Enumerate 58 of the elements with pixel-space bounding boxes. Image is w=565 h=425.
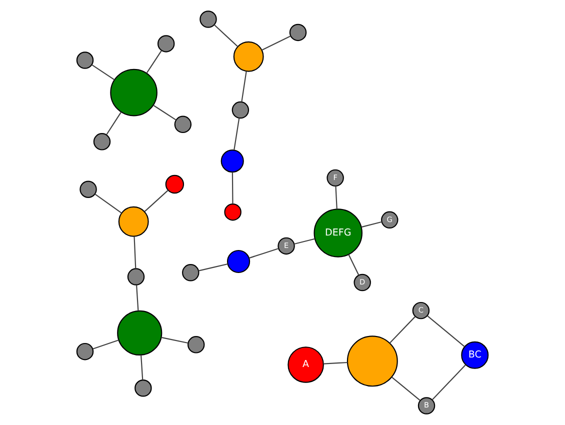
node-circle (118, 206, 149, 237)
node-circle (182, 264, 200, 282)
connector (389, 316, 416, 344)
connector (161, 336, 188, 344)
node-circle: DEFG (314, 208, 362, 258)
node-circle: A (288, 346, 324, 383)
node-circle (93, 133, 111, 150)
node-circle (127, 268, 145, 286)
connector (294, 238, 316, 245)
connector (361, 221, 382, 228)
node-circle (346, 336, 398, 387)
connector (427, 315, 465, 348)
node-circle (117, 310, 162, 356)
node-circle (76, 342, 94, 360)
connector (94, 194, 122, 214)
connector (234, 118, 240, 150)
node-circle (289, 24, 307, 42)
connector (214, 24, 238, 48)
node-circle: D (354, 274, 371, 292)
node-circle (220, 149, 244, 173)
node-circle (165, 174, 184, 194)
connector (324, 362, 348, 364)
node-circle: B (418, 397, 436, 414)
node-circle (187, 336, 205, 354)
connector (146, 50, 162, 74)
node-circle (224, 203, 242, 221)
connector (140, 355, 144, 380)
connector (391, 376, 420, 401)
connector (348, 254, 360, 276)
node-circle (134, 380, 152, 397)
node-circle: F (326, 169, 344, 187)
connector (432, 364, 466, 400)
node-circle (80, 180, 97, 198)
connector (232, 172, 234, 204)
connector (152, 104, 176, 120)
connector (92, 340, 119, 350)
node-circle (233, 41, 264, 72)
node-circle: BC (461, 341, 489, 369)
connector (144, 190, 168, 212)
connector (248, 248, 279, 259)
connector (262, 36, 291, 51)
connector (198, 263, 228, 272)
node-circle: C (412, 302, 430, 320)
connector (136, 285, 139, 311)
node-circle: G (381, 211, 398, 229)
node-circle (110, 68, 158, 116)
node-circle (174, 116, 192, 134)
connector (335, 186, 338, 210)
connector (241, 71, 247, 102)
node-circle (226, 250, 250, 274)
connector (106, 112, 122, 136)
node-circle (232, 101, 250, 119)
node-circle (76, 52, 94, 69)
node-circle (200, 10, 217, 28)
connector (92, 64, 115, 80)
node-circle: E (278, 237, 295, 255)
node-circle (157, 35, 175, 52)
connector (134, 236, 136, 269)
